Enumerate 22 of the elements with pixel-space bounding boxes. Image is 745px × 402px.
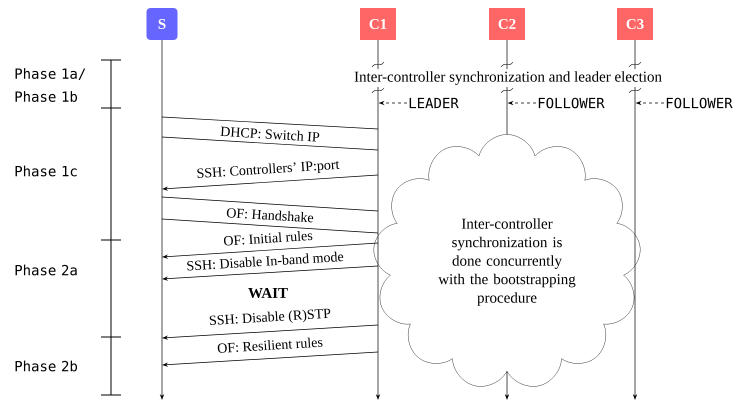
role-label: FOLLOWER — [666, 98, 733, 108]
participant-box: C2 — [489, 8, 525, 40]
edge-label: SSH: Disable (R)STP — [208, 307, 332, 329]
cloud: Inter-controller synchronization is done concurrently with the bootstrapping procedure — [374, 134, 640, 387]
edge-label: DHCP: Switch IP — [219, 126, 321, 142]
role-label: FOLLOWER — [538, 98, 605, 108]
phase-label: Phase 1c — [16, 166, 77, 176]
edge-label: OF: Initial rules — [222, 230, 314, 246]
lifeline — [506, 114, 508, 135]
participant-box: C3 — [617, 8, 653, 40]
wait-label: WAIT — [248, 288, 288, 298]
phase-label: Phase 2b — [16, 360, 78, 372]
edge-label: OF: Resilient rules — [216, 336, 324, 354]
edge-label: SSH: Controllers’ IP:port — [196, 158, 340, 182]
phase-label: Phase 1a/ Phase 1b — [16, 68, 86, 102]
edge-label: SSH: Disable In-band mode — [186, 250, 344, 272]
role-label: LEADER — [410, 98, 459, 108]
edge-label: OF: Handshake — [226, 206, 314, 224]
phase-label: Phase 2a — [16, 264, 77, 276]
banner-text: Inter-controller synchronization and leader election — [353, 69, 663, 87]
participant-box: S — [146, 8, 178, 40]
participant-box: C1 — [360, 8, 396, 40]
